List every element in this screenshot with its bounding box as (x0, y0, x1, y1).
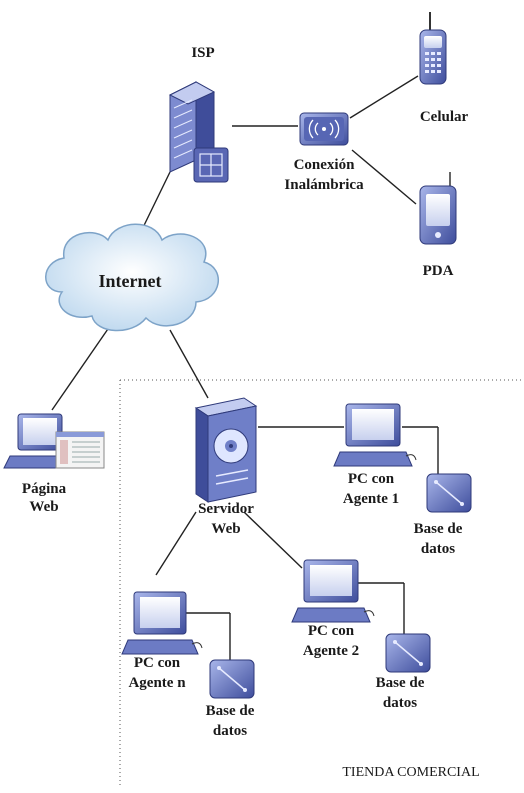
link-wireless-celular (349, 75, 419, 119)
connections (51, 75, 439, 660)
pc-agente-1-label-line2: Agente 1 (342, 491, 400, 507)
region-label: TIENDA COMERCIAL (342, 765, 480, 780)
server-tower-icon (194, 397, 258, 503)
wireless-label-line2: Inalámbrica (284, 177, 364, 193)
cloud-icon (45, 223, 219, 332)
database-icon (385, 633, 431, 673)
pc-agente-n-label-line2: Agente n (128, 675, 186, 691)
wireless-label-line1: Conexión (293, 157, 355, 173)
servidor-web-label-line2: Web (211, 521, 241, 537)
link-servidor-pc2 (243, 511, 303, 569)
pda-label: PDA (422, 263, 454, 279)
server-building-icon (168, 81, 229, 183)
pagina-web-label-line2: Web (29, 499, 59, 515)
desktop-pc-icon (291, 559, 375, 623)
desktop-pc-icon (121, 591, 203, 655)
webpage-computer-icon (3, 413, 105, 469)
pc-agente-1-label-line1: PC con (347, 471, 395, 487)
bd-2-label-line2: datos (382, 695, 418, 711)
bd-n-label-line2: datos (212, 723, 248, 739)
wireless-access-point-icon (299, 112, 349, 146)
servidor-web-label-line1: Servidor (198, 501, 254, 517)
link-internet-servidor (169, 329, 209, 399)
link-servidor-pcn (155, 511, 197, 576)
pda-icon (419, 172, 457, 245)
pc-agente-n-label-line1: PC con (133, 655, 181, 671)
link-internet-paginaweb (51, 325, 111, 411)
bd-1-label-line2: datos (420, 541, 456, 557)
desktop-pc-icon (333, 403, 417, 467)
tienda-comercial-region (119, 379, 522, 785)
pc-agente-2-label-line2: Agente 2 (302, 643, 360, 659)
bd-2-label-line1: Base de (375, 675, 425, 691)
database-icon (209, 659, 255, 699)
isp-label: ISP (191, 45, 215, 61)
internet-label: Internet (98, 271, 162, 291)
celular-label: Celular (419, 109, 469, 125)
pagina-web-label-line1: Página (21, 481, 67, 497)
cell-phone-icon (419, 12, 447, 85)
link-wireless-pda (351, 149, 417, 205)
bd-1-label-line1: Base de (413, 521, 463, 537)
bd-n-label-line1: Base de (205, 703, 255, 719)
database-icon (426, 473, 472, 513)
pc-agente-2-label-line1: PC con (307, 623, 355, 639)
